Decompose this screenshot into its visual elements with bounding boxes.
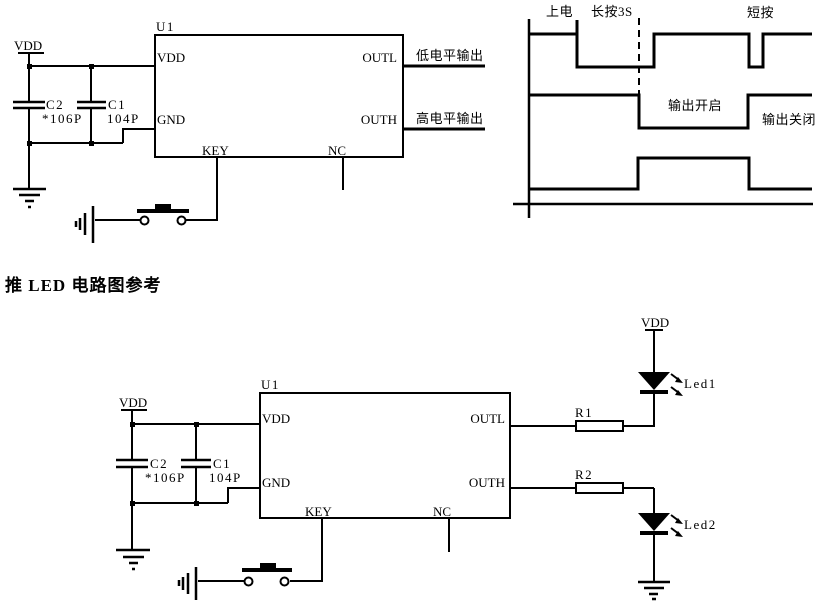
timing-output-on-label: 输出开启 — [668, 98, 722, 113]
outh-note: 高电平输出 — [416, 111, 484, 126]
junction-dots — [27, 64, 94, 146]
outl-note: 低电平输出 — [416, 48, 484, 63]
push-button — [242, 563, 292, 587]
pin-outl-label: OUTL — [362, 50, 397, 65]
waveform-key — [529, 20, 812, 69]
pin-vdd-label: VDD — [157, 50, 185, 65]
led2-diode — [638, 513, 683, 537]
bottom-circuit: VDD VDD U1 VDD GND KEY NC OUTL OUTH C2 *… — [116, 315, 717, 601]
pin-nc-label: NC — [328, 143, 346, 158]
signal-ground-symbol — [74, 206, 95, 243]
c1-name: C1 — [213, 456, 231, 471]
c1-value: 104P — [107, 111, 140, 126]
u1-refdes: U1 — [261, 377, 280, 392]
pin-outl-label: OUTL — [470, 411, 505, 426]
timing-short-press-label: 短按 — [747, 5, 774, 20]
waveform-outh — [529, 156, 812, 191]
c2-value: *106P — [145, 470, 186, 485]
timing-long-press-label: 长按3S — [591, 4, 633, 19]
u1-refdes: U1 — [156, 19, 175, 34]
c2-name: C2 — [46, 97, 64, 112]
led2-ground-symbol — [638, 580, 670, 601]
timing-power-on-label: 上电 — [546, 4, 573, 19]
top-circuit-wires — [18, 52, 344, 221]
section-heading: 推 LED 电路图参考 — [5, 275, 161, 295]
pin-outh-label: OUTH — [361, 112, 397, 127]
led1-diode — [638, 372, 683, 396]
pin-vdd-label: VDD — [262, 411, 290, 426]
pin-gnd-label: GND — [262, 475, 290, 490]
top-circuit: VDD U1 VDD GND KEY NC OUTL OUTH C2 *106P… — [13, 19, 485, 243]
signal-ground-symbol — [177, 567, 198, 600]
c2-capacitor — [13, 100, 45, 110]
u1-ic-box — [259, 392, 511, 519]
r2-label: R2 — [575, 467, 593, 482]
pin-gnd-label: GND — [157, 112, 185, 127]
led1-emission-arrows — [670, 373, 680, 394]
pin-key-label: KEY — [305, 504, 332, 519]
c1-name: C1 — [108, 97, 126, 112]
timing-diagram: 上电 长按3S 短按 输出开启 输出关闭 — [513, 4, 816, 218]
c1-capacitor — [181, 458, 211, 469]
c2-capacitor — [116, 458, 148, 469]
led1-label: Led1 — [684, 376, 717, 391]
c2-value: *106P — [42, 111, 83, 126]
vdd-net-label: VDD — [119, 395, 147, 410]
vdd-led-label: VDD — [641, 315, 669, 330]
u1-ic-box — [154, 34, 404, 158]
c1-capacitor — [77, 100, 106, 110]
vdd-net-label: VDD — [14, 38, 42, 53]
bottom-circuit-wires — [121, 329, 663, 582]
c1-value: 104P — [209, 470, 242, 485]
led2-label: Led2 — [684, 517, 717, 532]
r1-resistor — [575, 420, 624, 432]
r1-label: R1 — [575, 405, 593, 420]
r2-resistor — [575, 482, 624, 494]
led2-emission-arrows — [670, 514, 680, 535]
push-button — [137, 204, 189, 226]
earth-ground-symbol — [13, 187, 46, 209]
waveform-outl — [529, 93, 812, 130]
timing-output-off-label: 输出关闭 — [762, 112, 816, 127]
earth-ground-symbol — [116, 548, 150, 571]
junction-dots — [130, 422, 199, 506]
pin-key-label: KEY — [202, 143, 229, 158]
pin-nc-label: NC — [433, 504, 451, 519]
pin-outh-label: OUTH — [469, 475, 505, 490]
c2-name: C2 — [150, 456, 168, 471]
